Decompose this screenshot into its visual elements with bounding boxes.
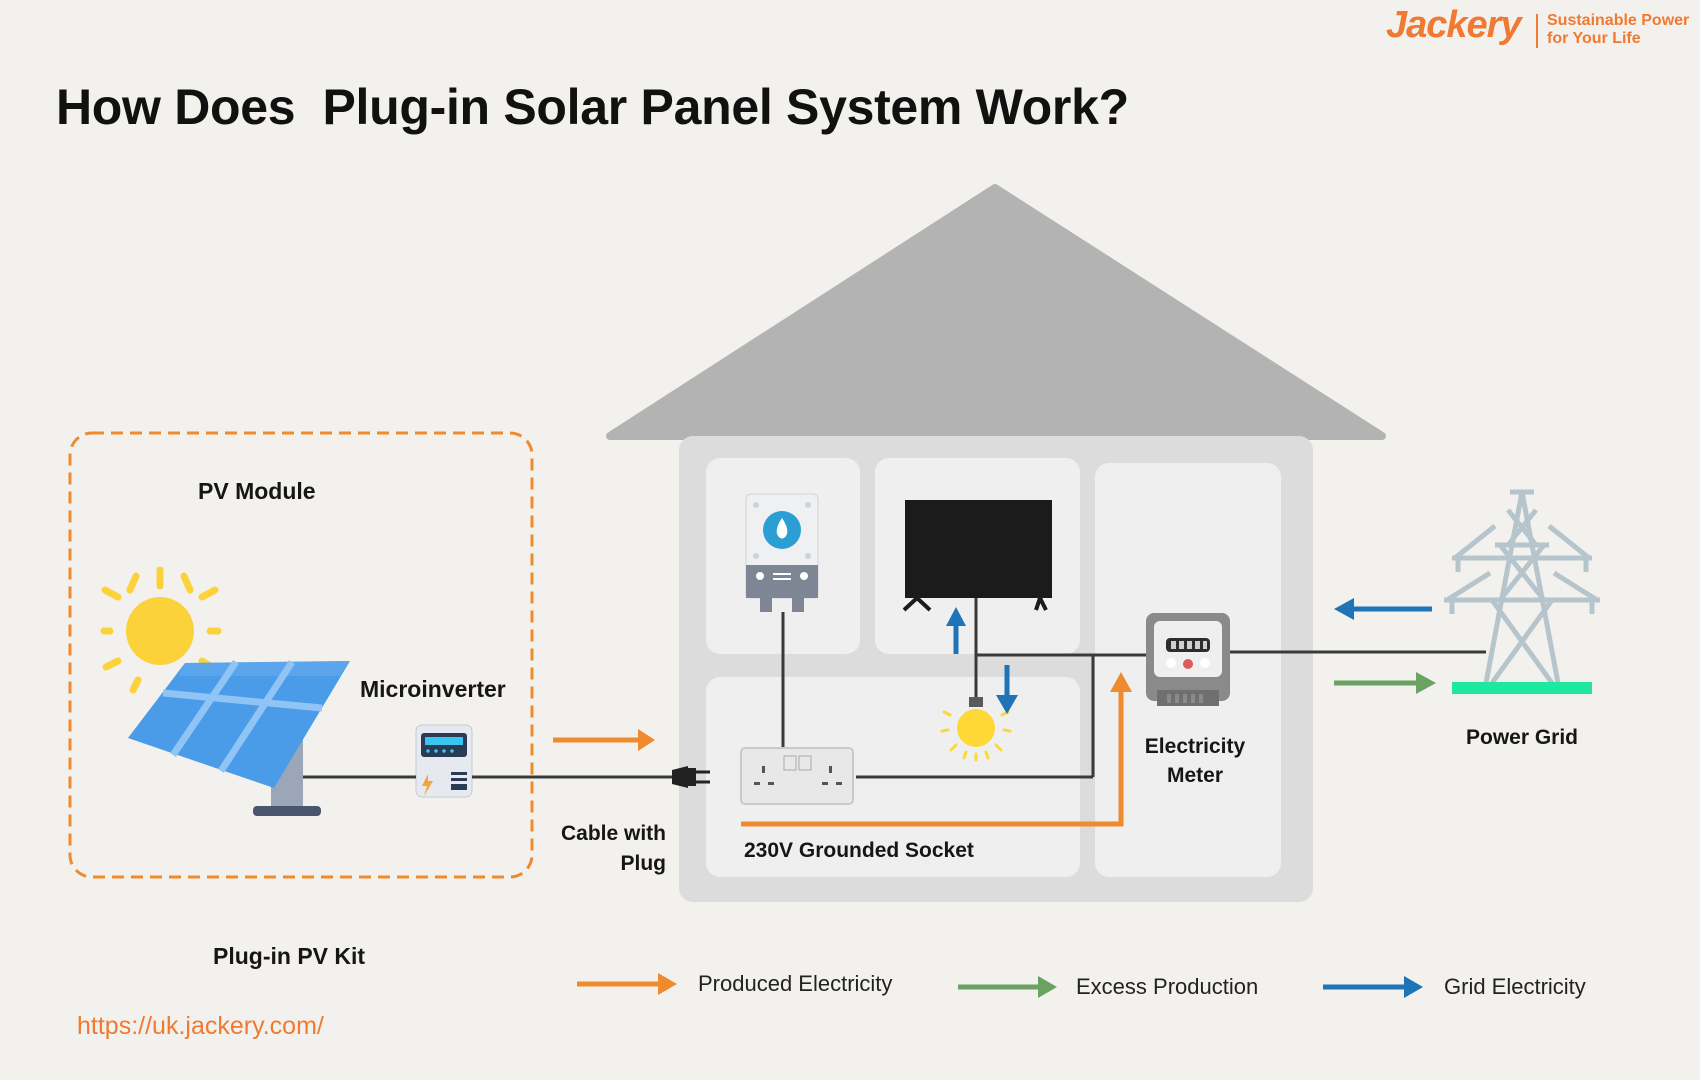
boiler-icon: [745, 493, 819, 612]
grid-ground-bar: [1452, 682, 1592, 694]
label-power-grid: Power Grid: [1465, 726, 1579, 749]
label-pv-kit: Plug-in PV Kit: [213, 943, 366, 969]
pv-kit-boundary: [68, 431, 534, 879]
label-microinverter: Microinverter: [360, 676, 506, 702]
label-cable-line2: Plug: [620, 852, 667, 875]
microinverter-icon: [415, 724, 473, 798]
logo-tagline-2: for Your Life: [1547, 30, 1641, 47]
electricity-meter-icon: [1146, 613, 1230, 706]
label-meter-line1: Electricity: [1144, 735, 1246, 758]
legend-label-produced: Produced Electricity: [698, 971, 893, 996]
legend-arrow-excess: [958, 976, 1057, 998]
power-pylon-icon: [1444, 489, 1600, 685]
label-cable-line1: Cable with: [560, 822, 666, 845]
house-roof: [606, 184, 1386, 440]
label-pv-module: PV Module: [198, 478, 316, 504]
label-socket: 230V Grounded Socket: [744, 839, 974, 862]
grid-exchange-arrows: [1334, 598, 1436, 694]
lightbulb-icon: [940, 697, 1012, 762]
plug-icon: [672, 766, 710, 788]
produced-flow-arrows: [553, 672, 1132, 827]
legend-arrow-produced: [577, 973, 677, 995]
page-title: How Does Plug-in Solar Panel System Work…: [56, 79, 1129, 135]
sun-icon: [100, 566, 222, 694]
grid-flow-arrows-internal: [946, 607, 1018, 714]
solar-panel-icon: [128, 660, 350, 816]
legend-label-grid: Grid Electricity: [1444, 974, 1586, 999]
label-meter-line2: Meter: [1166, 764, 1224, 787]
legend-label-excess: Excess Production: [1076, 974, 1259, 999]
legend-arrow-grid: [1323, 976, 1423, 998]
logo-divider: [1536, 14, 1538, 48]
tv-icon: [902, 500, 1052, 612]
source-url-link[interactable]: https://uk.jackery.com/: [77, 1012, 324, 1040]
socket-icon: [740, 747, 854, 805]
wiring: [303, 598, 1486, 779]
logo-tagline-1: Sustainable Power: [1547, 12, 1690, 29]
brand-logo: Jackery: [1386, 4, 1522, 46]
